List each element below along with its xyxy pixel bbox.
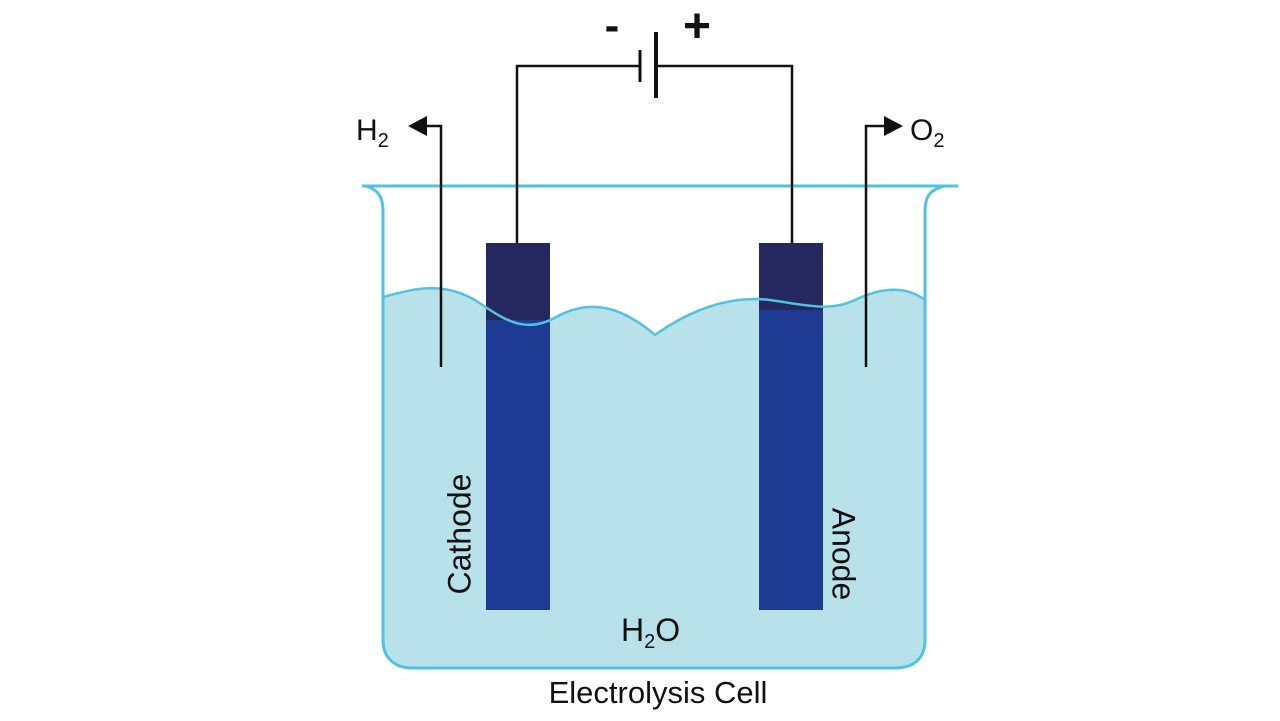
oxygen-arrow-icon [884,116,903,136]
cathode-wire [515,64,640,243]
beaker-outline [362,184,958,670]
oxygen-label: O2 [910,114,944,152]
anode-wire [656,64,794,243]
oxygen-outlet-tube [864,124,886,367]
anode-electrode [759,310,823,610]
hydrogen-arrow-icon [408,116,427,136]
cathode-electrode-top [486,243,550,323]
hydrogen-label: H2 [356,114,389,152]
cathode-electrode [486,320,550,610]
diagram-caption: Electrolysis Cell [549,675,768,710]
anode-electrode-top [759,243,823,323]
cathode-label: Cathode [441,474,477,595]
anode-label: Anode [826,508,862,601]
electrolyte-label: H2O [621,612,680,653]
battery-negative-symbol: - [605,1,620,50]
water-surface-line [382,287,926,337]
battery-positive-symbol: + [683,0,711,53]
hydrogen-outlet-tube [425,124,443,367]
